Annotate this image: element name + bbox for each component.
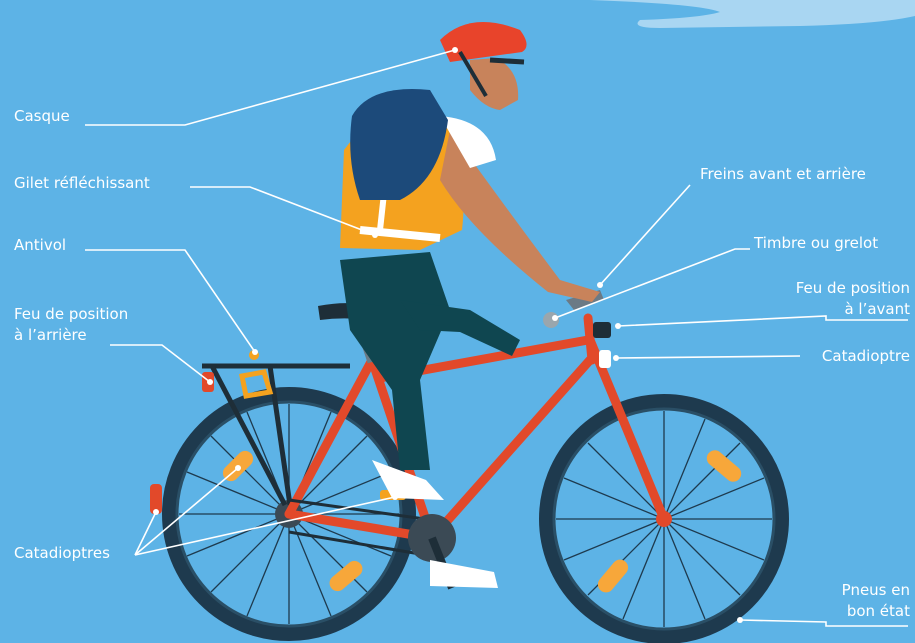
front-spoke-reflector-lower bbox=[595, 556, 632, 595]
bike-lock bbox=[242, 372, 270, 396]
label-feu-arriere-line1: Feu de position bbox=[14, 304, 128, 324]
label-pneus-line2: bon état bbox=[847, 601, 910, 621]
cloud-shape bbox=[590, 0, 915, 28]
rear-spoke-reflector-lower bbox=[326, 558, 365, 595]
label-freins: Freins avant et arrière bbox=[700, 164, 866, 184]
label-timbre: Timbre ou grelot bbox=[754, 233, 878, 253]
label-gilet: Gilet réfléchissant bbox=[14, 173, 150, 193]
label-feu-avant-line2: à l’avant bbox=[844, 299, 910, 319]
label-casque: Casque bbox=[14, 106, 70, 126]
label-catadioptres: Catadioptres bbox=[14, 543, 110, 563]
label-feu-arriere-line2: à l’arrière bbox=[14, 325, 87, 345]
cyclist bbox=[340, 22, 600, 588]
label-antivol: Antivol bbox=[14, 235, 66, 255]
label-catadioptre: Catadioptre bbox=[822, 346, 910, 366]
label-feu-avant-line1: Feu de position bbox=[796, 278, 910, 298]
front-spoke-reflector-upper bbox=[704, 447, 745, 485]
front-position-light bbox=[593, 322, 611, 338]
label-pneus-line1: Pneus en bbox=[842, 580, 910, 600]
front-reflector bbox=[599, 350, 611, 368]
